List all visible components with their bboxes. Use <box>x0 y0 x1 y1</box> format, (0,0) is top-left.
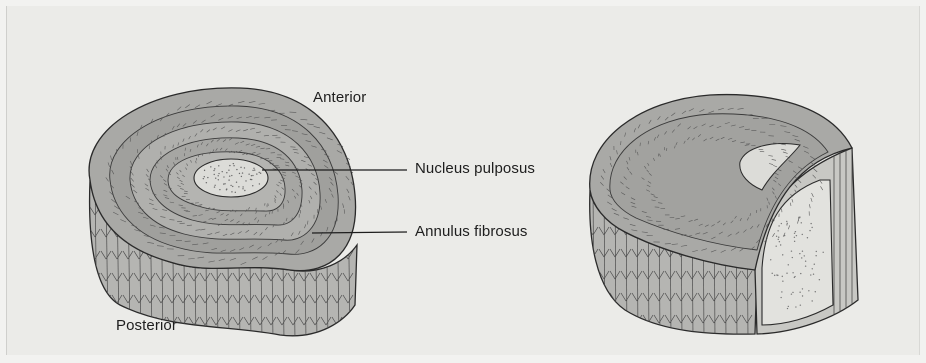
left-disc <box>89 88 357 340</box>
label-posterior: Posterior <box>116 317 177 334</box>
label-anterior: Anterior <box>313 89 366 106</box>
left-nucleus-pulposus <box>194 159 268 197</box>
right-disc-cutaway <box>588 95 858 340</box>
label-nucleus-pulposus: Nucleus pulposus <box>415 160 535 177</box>
label-annulus-fibrosus: Annulus fibrosus <box>415 223 528 240</box>
